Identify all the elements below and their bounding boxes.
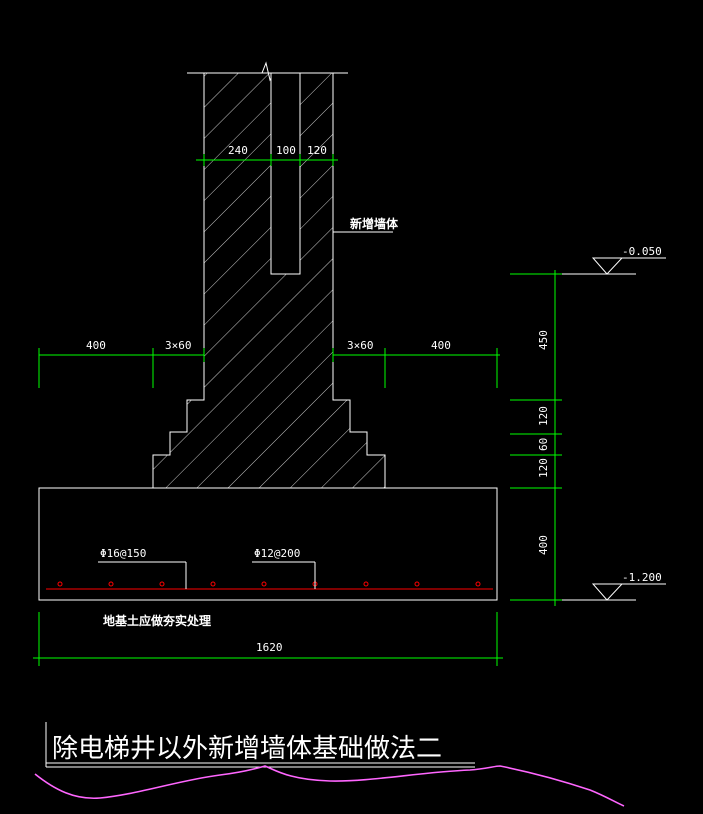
- rebar-dot: [475, 581, 481, 587]
- wall-hatch-body: [152, 72, 386, 489]
- dim-vertical: 450 120 60 120 400: [510, 270, 562, 606]
- elevation-top: -0.050: [562, 245, 666, 275]
- dim-right-3x60: 3×60: [347, 339, 374, 352]
- dim-v-120a: 120: [537, 406, 550, 426]
- dim-left-steps: 400 3×60: [38, 339, 205, 388]
- rebar-dot: [363, 581, 369, 587]
- rebar-dot: [261, 581, 267, 587]
- dim-right-400: 400: [431, 339, 451, 352]
- dim-240: 240: [228, 144, 248, 157]
- rebar-dot: [414, 581, 420, 587]
- rebar-dots: [57, 581, 481, 587]
- dim-v-60: 60: [537, 438, 550, 451]
- rebar-1-label: Φ16@150: [100, 547, 146, 560]
- wall-label: 新增墙体: [350, 216, 399, 231]
- dim-100: 100: [276, 144, 296, 157]
- dim-total-width: 1620: [33, 612, 503, 666]
- dim-v-450: 450: [537, 330, 550, 350]
- soil-note: 地基土应做夯实处理: [103, 613, 211, 628]
- markup-stroke: [34, 765, 625, 807]
- dim-left-3x60: 3×60: [165, 339, 192, 352]
- dim-1620: 1620: [256, 641, 283, 654]
- wall-cavity: [270, 72, 301, 275]
- elevation-triangle-icon: [591, 583, 624, 601]
- rebar-dot: [57, 581, 63, 587]
- dim-v-400: 400: [537, 535, 550, 555]
- dim-v-120b: 120: [537, 458, 550, 478]
- dim-right-steps: 3×60 400: [332, 339, 500, 388]
- dim-wall-width: 240 100 120: [196, 144, 338, 166]
- base-slab: Φ16@150 Φ12@200: [38, 487, 498, 601]
- elev-bottom-label: -1.200: [622, 571, 662, 584]
- drawing-title: 除电梯井以外新增墙体基础做法二: [52, 734, 442, 764]
- elev-top-label: -0.050: [622, 245, 662, 258]
- rebar-dot: [210, 581, 216, 587]
- elevation-triangle-icon: [591, 257, 624, 275]
- wall-section: 新增墙体: [152, 61, 399, 489]
- drawing-title-block: 除电梯井以外新增墙体基础做法二: [45, 722, 475, 768]
- rebar-dot: [108, 581, 114, 587]
- dim-left-400: 400: [86, 339, 106, 352]
- elevation-bottom: -1.200: [562, 571, 666, 601]
- dim-120: 120: [307, 144, 327, 157]
- rebar-2-label: Φ12@200: [254, 547, 300, 560]
- slab-outline: [38, 487, 498, 601]
- rebar-dot: [159, 581, 165, 587]
